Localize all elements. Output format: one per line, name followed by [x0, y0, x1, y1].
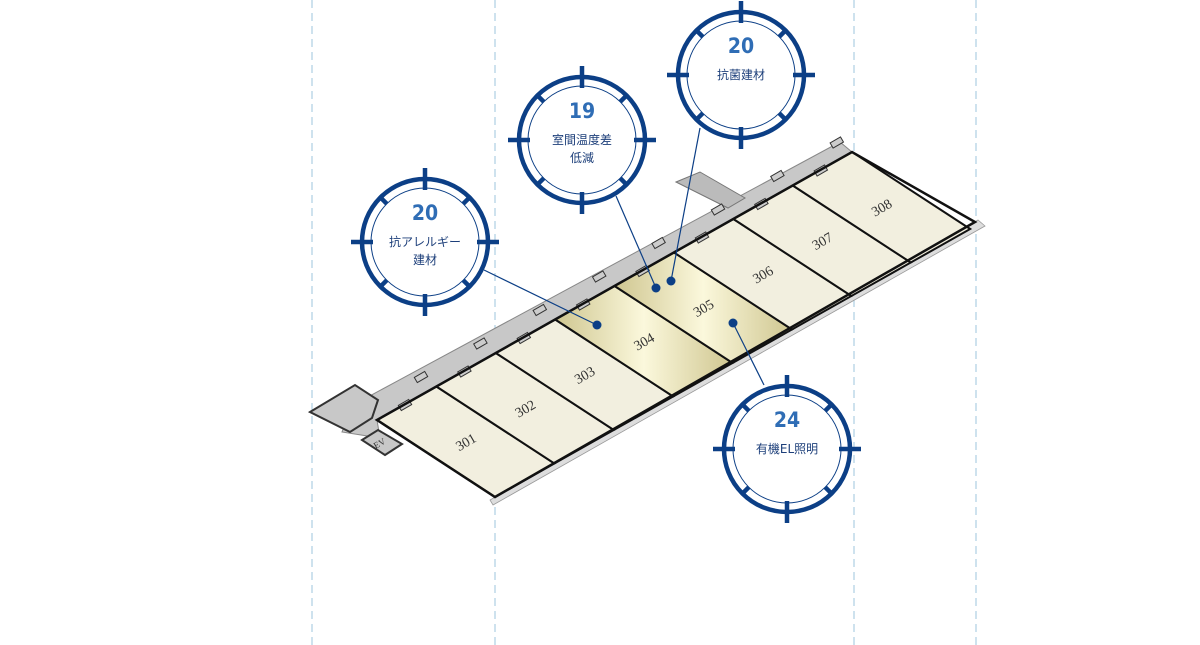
- leader-line: [483, 269, 598, 326]
- window-icon: [710, 203, 726, 216]
- ring-tick: [739, 485, 751, 497]
- ring-tick: [823, 401, 835, 413]
- ring-tick: [377, 278, 389, 290]
- location-dot: [651, 283, 661, 293]
- ring-tick: [461, 278, 473, 290]
- callout-organic-el: 24 有機EL照明: [713, 318, 861, 523]
- leader-line: [732, 322, 765, 386]
- callout-number: 19: [569, 99, 595, 123]
- ring-tick: [693, 27, 705, 39]
- callout-label: 低減: [570, 150, 594, 165]
- ring-tick: [823, 485, 835, 497]
- room-block-outline: [374, 150, 978, 499]
- location-dot: [666, 276, 676, 286]
- ring-tick: [618, 92, 630, 104]
- elevator: [360, 428, 404, 457]
- leader-line: [670, 127, 701, 282]
- guide-lines: [311, 0, 977, 645]
- ring-tick: [461, 194, 473, 206]
- window-icon: [829, 136, 845, 149]
- ring-tick: [534, 92, 546, 104]
- window-icon: [591, 270, 607, 283]
- window-icon: [770, 169, 785, 183]
- callout-label: 抗アレルギー: [389, 234, 461, 249]
- leader-line: [615, 195, 657, 289]
- location-dot: [592, 320, 602, 330]
- callout-number: 20: [412, 201, 438, 225]
- stair-top: [674, 171, 746, 209]
- window-icon: [532, 303, 548, 317]
- ring-tick: [739, 401, 751, 413]
- window-icon: [651, 236, 666, 250]
- callout-number: 24: [774, 408, 800, 432]
- callout-label: 抗菌建材: [717, 67, 765, 82]
- window-icon: [473, 337, 488, 350]
- ring-tick: [618, 176, 630, 188]
- ring-tick: [377, 194, 389, 206]
- location-dot: [728, 318, 738, 328]
- callout-label: 室間温度差: [552, 132, 612, 147]
- window-icon: [413, 370, 429, 384]
- callout-label: 有機EL照明: [756, 441, 818, 456]
- ring-tick: [693, 111, 705, 123]
- ring-tick: [777, 111, 789, 123]
- callout-label: 建材: [413, 253, 437, 267]
- callout-number: 20: [728, 34, 754, 58]
- ring-tick: [534, 176, 546, 188]
- callout-antibacterial: 20 抗菌建材: [666, 1, 815, 286]
- stair-left: [307, 383, 380, 434]
- ring-tick: [777, 27, 789, 39]
